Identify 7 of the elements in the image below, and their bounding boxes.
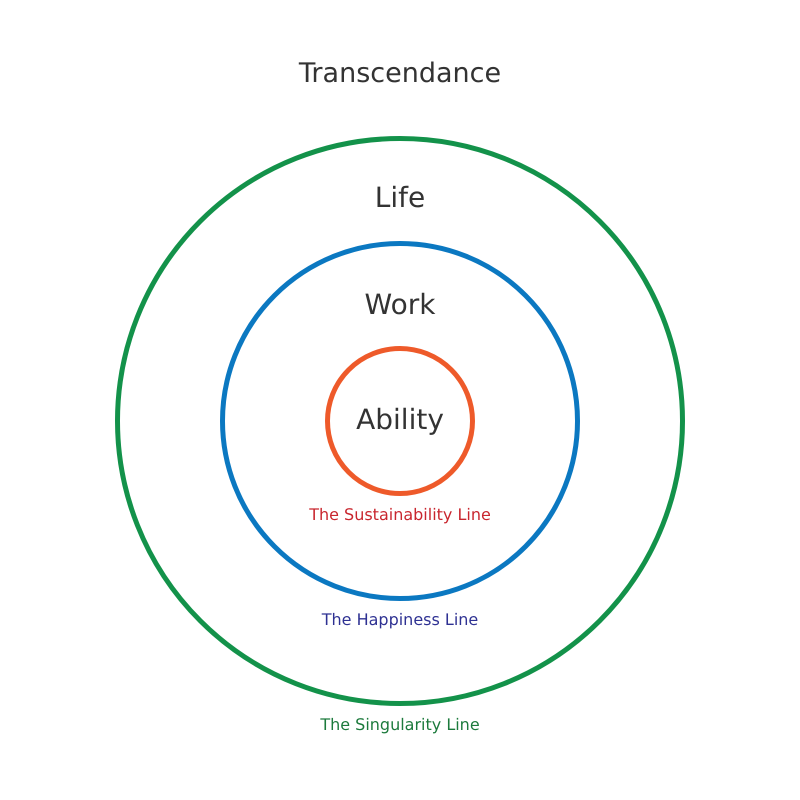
- line-caption: The Happiness Line: [322, 610, 478, 629]
- ring-label: Ability: [355, 403, 445, 436]
- line-caption: The Sustainability Line: [309, 505, 491, 524]
- ring-label: Life: [374, 181, 426, 214]
- outer-label: Transcendance: [298, 58, 502, 89]
- ring-label: Work: [364, 288, 436, 321]
- line-caption: The Singularity Line: [320, 715, 480, 734]
